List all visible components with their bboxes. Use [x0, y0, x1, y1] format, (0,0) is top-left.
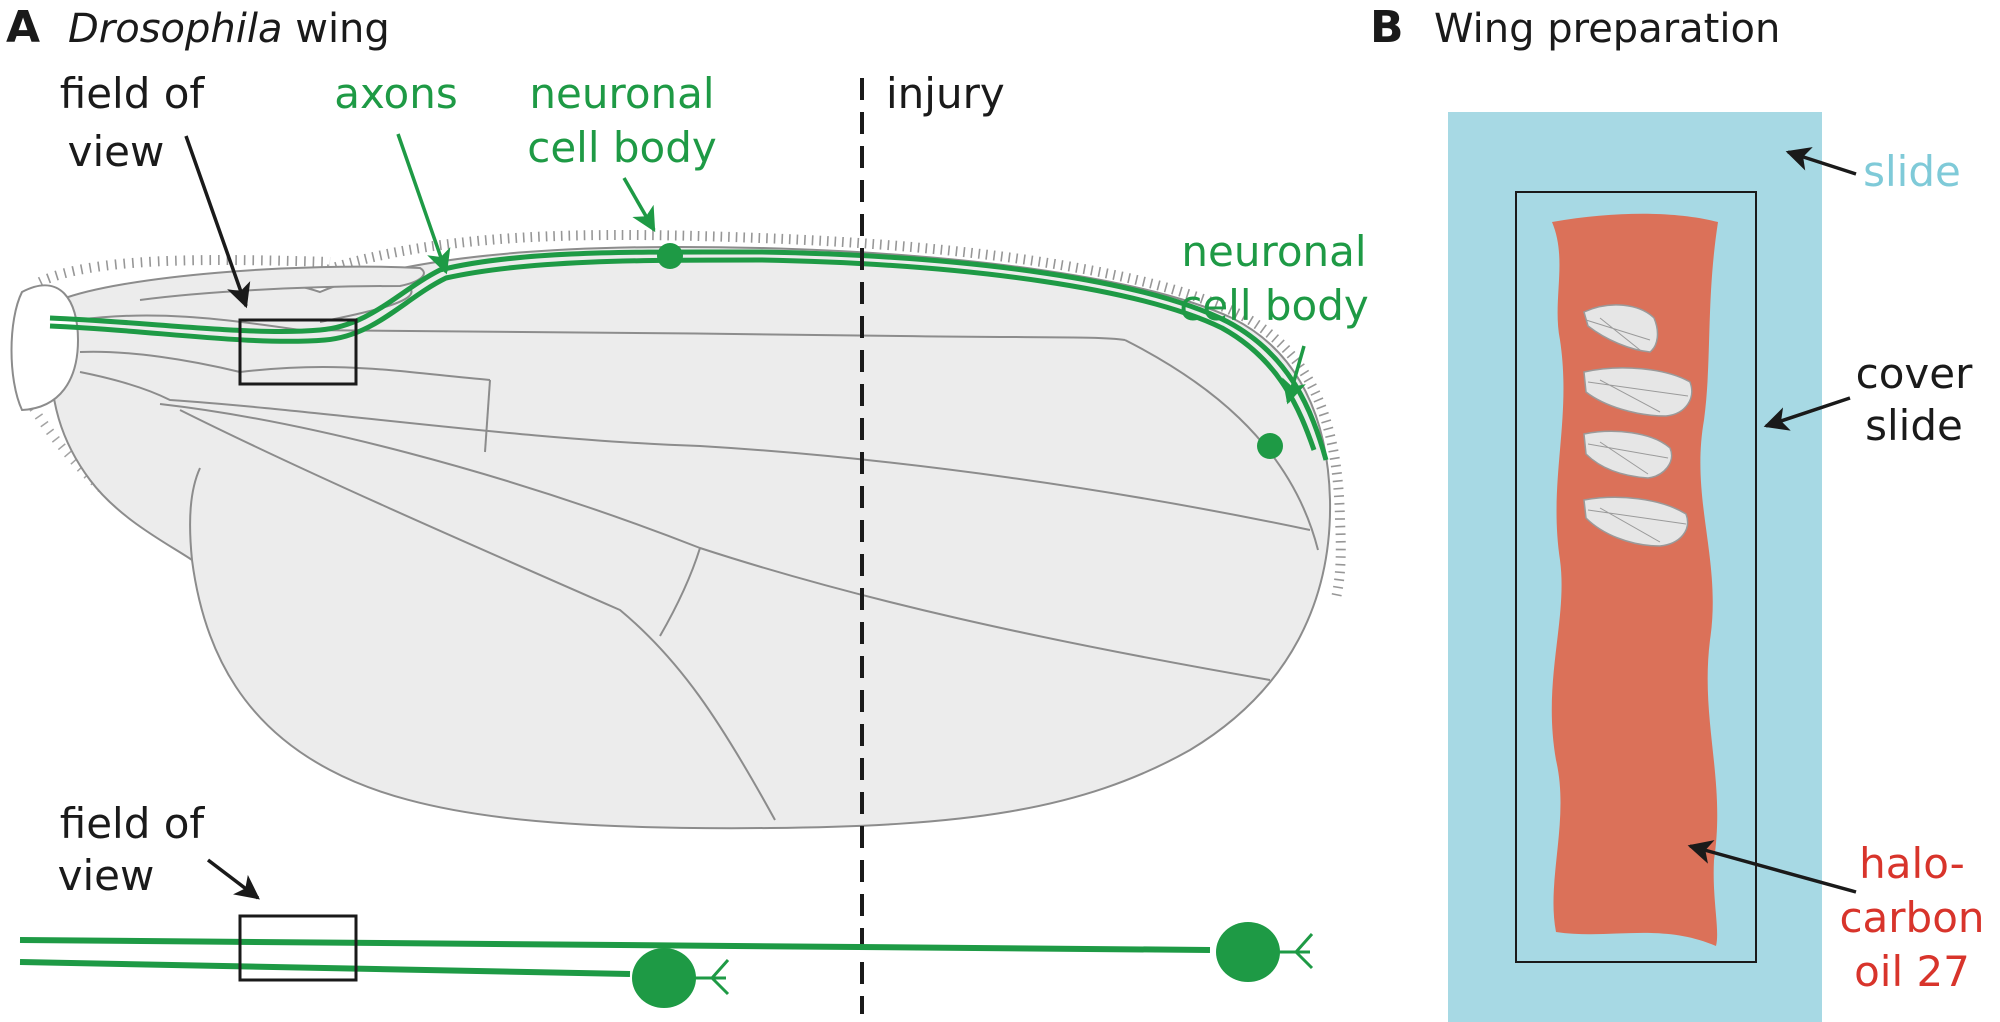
schematic-axon-upper [19, 937, 1211, 953]
panel-a-title-italic: Drosophila [68, 6, 283, 52]
cell-body-2-label-line1: neuronal [1181, 227, 1366, 276]
cover-slide-label-line1: cover [1856, 349, 1973, 398]
injury-label: injury [886, 69, 1005, 118]
cell-body-2 [1257, 433, 1283, 459]
field-of-view-label-bottom: field of [60, 799, 206, 848]
bottom-schematic [19, 914, 1314, 1008]
mini-wing-veins [1585, 317, 1689, 543]
cell-body-1-label-line2: cell body [527, 123, 717, 172]
oil-label-line3: oil 27 [1854, 947, 1970, 996]
wing-axon-outer [49, 249, 1329, 461]
field-of-view-box-wing [238, 318, 358, 386]
field-of-view-label-top-2: view [68, 127, 165, 176]
cell-body-1-label-line1: neuronal [529, 69, 714, 118]
wing-blade [48, 245, 1332, 830]
panel-b-letter: B [1370, 2, 1404, 53]
panel-a-letter: A [6, 2, 40, 53]
cover-slide-arrow [1763, 396, 1851, 431]
slide-label: slide [1863, 147, 1961, 196]
mini-wing-3 [1583, 430, 1673, 479]
cell-body-2-label-line2: cell body [1179, 281, 1369, 330]
schematic-cell-body-lower [632, 948, 696, 1008]
schematic-axon-lower [19, 959, 631, 977]
mini-wing-4 [1583, 496, 1689, 547]
field-of-view-label-top: field of [60, 69, 206, 118]
axons-arrow [396, 133, 451, 275]
oil-arrow [1687, 840, 1857, 894]
field-of-view-arrow-bottom [206, 858, 260, 900]
panel-b: B Wing preparation slide cover slide hal… [1370, 2, 1985, 1022]
panel-a-title: Drosophila wing [68, 6, 390, 52]
wing-axon-inner [49, 257, 1317, 451]
schematic-dendrite-upper [1278, 933, 1314, 970]
axons-label: axons [334, 69, 458, 118]
mini-wing-2 [1583, 367, 1693, 417]
mini-wing-1 [1583, 304, 1659, 353]
schematic-dendrite-lower [694, 959, 730, 996]
wing-veins [77, 287, 1319, 821]
oil-label-line2: carbon [1839, 893, 1984, 942]
cell-body-2-arrow [1282, 345, 1306, 405]
field-of-view-arrow-top [184, 135, 251, 309]
field-of-view-box-schematic [238, 914, 358, 982]
oil-label-line1: halo- [1859, 839, 1965, 888]
cover-slide [1515, 191, 1757, 963]
cover-slide-label-line2: slide [1865, 401, 1963, 450]
panel-b-title: Wing preparation [1434, 6, 1780, 52]
panel-a: A Drosophila wing [6, 2, 1369, 1014]
cell-body-1 [657, 243, 683, 269]
cell-body-1-arrow [622, 177, 656, 233]
panel-a-title-rest: wing [283, 6, 390, 52]
schematic-cell-body-upper [1216, 922, 1280, 982]
slide-arrow [1785, 147, 1857, 176]
wing-illustration [10, 229, 1346, 830]
field-of-view-label-bottom-2: view [58, 851, 155, 900]
mini-wings [1583, 304, 1693, 547]
